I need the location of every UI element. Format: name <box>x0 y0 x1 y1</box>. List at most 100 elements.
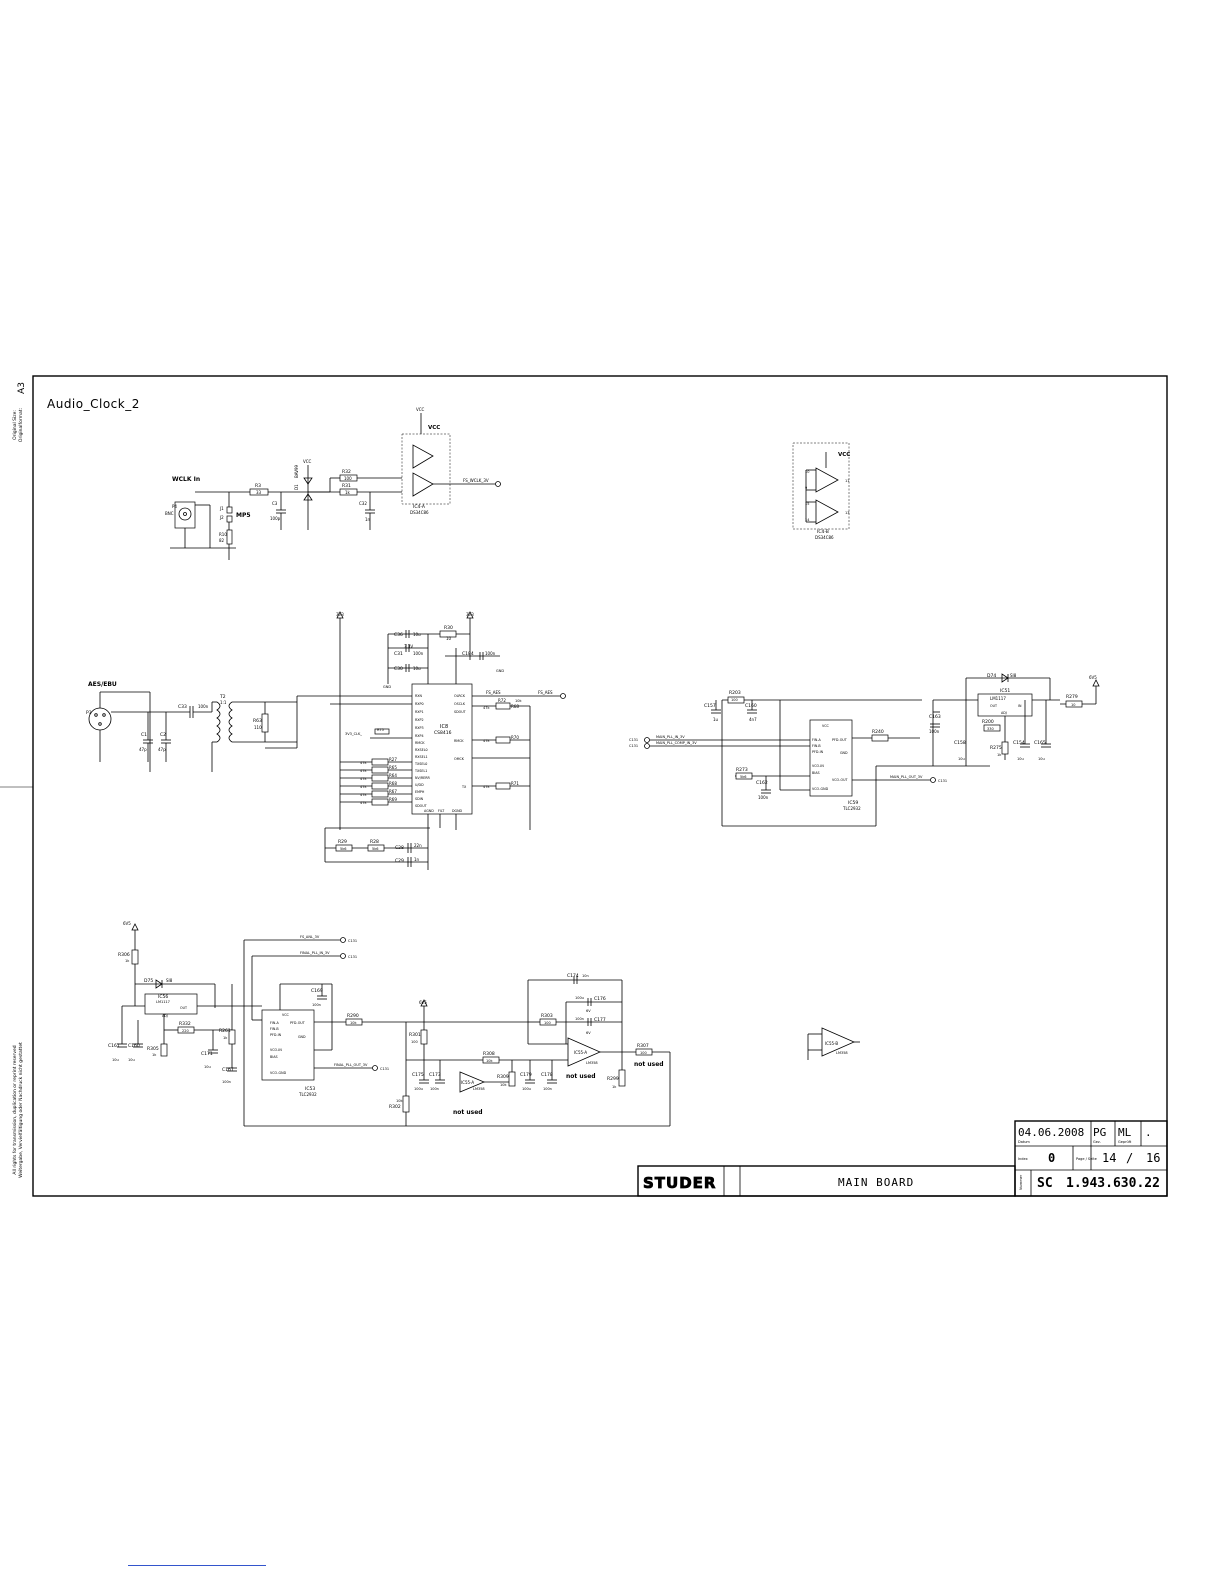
part-label: 100u <box>414 1087 423 1091</box>
part-label: 100u <box>575 996 584 1000</box>
aes-title: AES/EBU <box>88 681 117 688</box>
part-label: R275 <box>990 745 1002 751</box>
part-label: C167 <box>222 1067 234 1073</box>
drawing-number-prefix: SC <box>1037 1176 1053 1191</box>
signal-label: MAIN_PLL_OUT_3V <box>890 775 923 779</box>
connector-label: C131 <box>380 1067 389 1071</box>
part-label: 10k <box>396 1099 403 1103</box>
part-label: P3 <box>86 710 92 716</box>
pin-label: 13 <box>845 511 849 515</box>
part-label: 33 <box>256 490 262 495</box>
pin-label: 14 <box>805 518 810 522</box>
part-label: R68 <box>511 704 519 709</box>
pin-label: RMCK <box>454 739 464 743</box>
pin-label: 9 <box>805 486 807 490</box>
pin-label: RXP2 <box>415 718 424 722</box>
pin-label: GND <box>840 751 848 755</box>
part-label: 10 <box>446 636 452 641</box>
part-label: 100 <box>731 698 738 702</box>
drawing-number: 1.943.630.22 <box>1066 1176 1160 1191</box>
part-label: R301 <box>409 1032 421 1038</box>
pin-label: SDOUT <box>415 804 428 808</box>
part-label: R31 <box>342 483 351 489</box>
part-label: 6V <box>586 1009 591 1013</box>
part-label: 47k <box>360 785 367 789</box>
pin-label: RXSEL0 <box>415 748 428 752</box>
part-label: R67 <box>389 789 397 794</box>
part-label: 1n <box>365 517 371 522</box>
format-caption-de: Originalformat: <box>18 408 24 442</box>
part-label: C165 <box>1034 740 1046 746</box>
part-label: R299 <box>607 1076 619 1082</box>
part-label: C157 <box>704 703 716 709</box>
page-separator: / <box>1126 1151 1133 1165</box>
studer-logo: STUDER <box>643 1174 716 1192</box>
part-label: R72 <box>498 698 506 703</box>
part-label: 10u <box>958 757 965 761</box>
signal-label: MAIN_PLL_IN_3V <box>656 735 685 739</box>
connector-label: C131 <box>629 744 638 748</box>
part-label: LM1117 <box>156 1000 170 1004</box>
part-label: R305 <box>147 1046 159 1052</box>
wclk-input-section: WCLK In <box>165 407 501 560</box>
part-label: 47k <box>483 706 490 710</box>
part-label: R203 <box>729 690 741 696</box>
pin-label: ADJ <box>162 1014 168 1018</box>
pin-label: IN <box>1018 704 1022 708</box>
pin-label: RMCK <box>415 741 425 745</box>
drawing-description: MAIN BOARD <box>838 1176 914 1189</box>
part-label: R273 <box>736 767 748 773</box>
pll2-section: 6V5 R306 1k D75 SI8 IC56 LM1117 OUT ADJ … <box>108 921 670 1127</box>
part-label: R75 <box>377 728 384 732</box>
part-label: 1k <box>125 959 130 963</box>
part-label: GND <box>383 685 391 689</box>
part-label: DS34C86 <box>410 510 429 515</box>
part-label: 10n <box>582 974 589 978</box>
part-label: C1 <box>141 732 147 738</box>
part-label: C32 <box>359 501 367 506</box>
pin-label: GND <box>298 1035 306 1039</box>
part-label: C158 <box>954 740 966 746</box>
part-label: 10u <box>413 666 421 671</box>
pin-label: VCC <box>282 1013 290 1017</box>
part-label: 47k <box>483 785 490 789</box>
part-label: 4n7 <box>749 717 757 722</box>
part-label: IC55-A <box>574 1050 587 1055</box>
part-label: C169 <box>311 988 323 994</box>
part-label: R63 <box>253 718 262 724</box>
pin-label: BIAS <box>812 771 820 775</box>
part-label: 10k <box>350 1021 357 1025</box>
part-label: R290 <box>347 1013 359 1019</box>
part-label: C177 <box>594 1017 606 1023</box>
part-label: R279 <box>1066 694 1078 700</box>
page-number: 14 <box>1102 1151 1116 1165</box>
part-label: LM358 <box>836 1051 848 1055</box>
field-label: Page / Seite <box>1076 1157 1097 1161</box>
title-block: 04.06.2008 PG ML . Datum Gez. Geprüft In… <box>637 1120 1168 1197</box>
part-label: T2 <box>219 694 226 700</box>
pin-label: BIAS <box>270 1055 278 1059</box>
bottom-link-underline <box>128 1565 266 1566</box>
pin-label: VCO-IN <box>812 764 824 768</box>
part-label: R30 <box>444 625 453 631</box>
part-label: C179 <box>520 1072 532 1078</box>
pin-label: TXSEL0 <box>414 762 427 766</box>
pin-label: U/DD <box>415 783 424 787</box>
part-label: 100n <box>543 1087 552 1091</box>
pin-label: 10 <box>805 470 809 474</box>
pin-label: 11 <box>845 479 849 483</box>
part-label: 100p <box>270 516 281 521</box>
drawing-frame <box>32 375 1168 1197</box>
part-label: GND <box>496 669 504 673</box>
pin-label: 15 <box>805 502 809 506</box>
chip-type: CS8416 <box>434 730 452 736</box>
not-used-note: not used <box>634 1061 664 1068</box>
part-label: 10 <box>1071 703 1075 707</box>
part-label: 10u <box>413 632 421 637</box>
part-label: 22n <box>414 843 422 848</box>
field-label: Geprüft <box>1118 1140 1132 1144</box>
part-label: MP5 <box>236 512 251 519</box>
part-label: C30 <box>394 666 403 672</box>
pin-label: FIN-A <box>812 738 821 742</box>
